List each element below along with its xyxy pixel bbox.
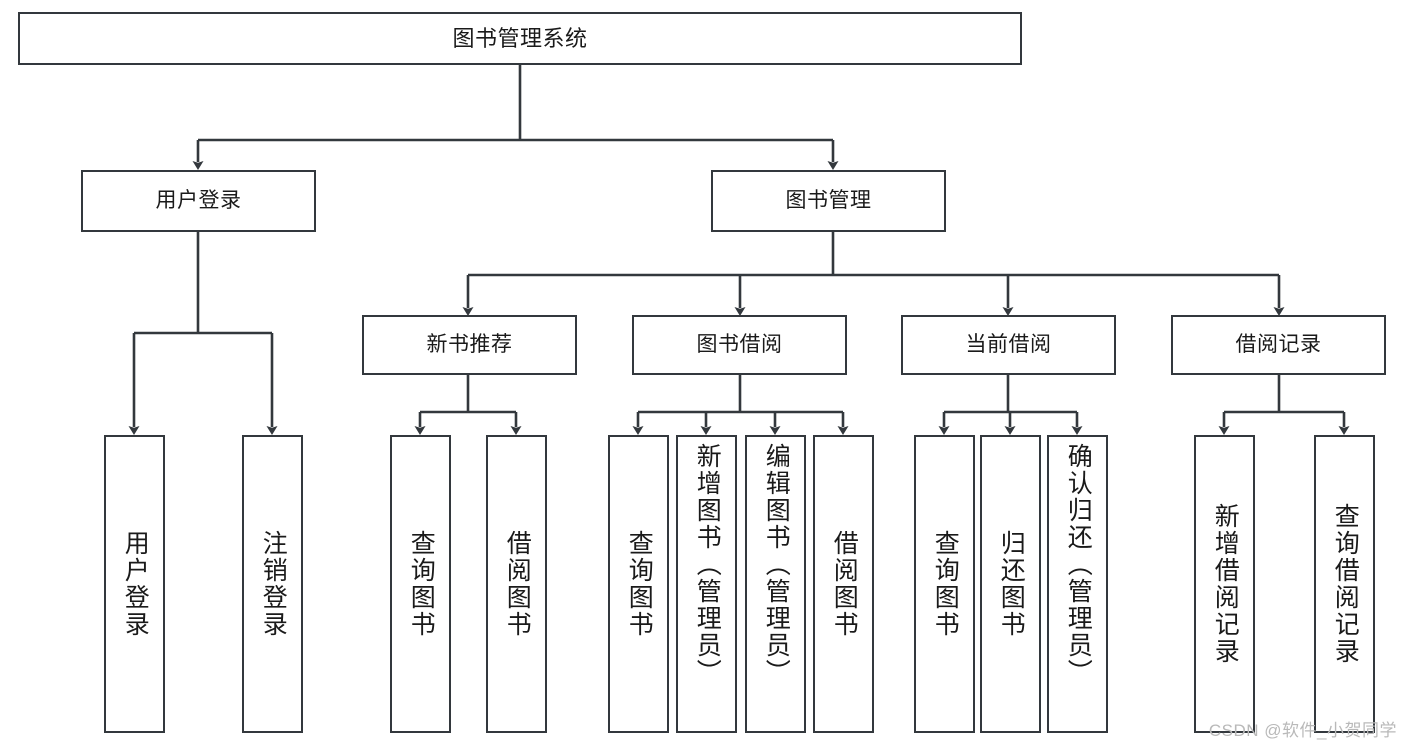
- watermark: CSDN @软件_小贺同学: [1208, 721, 1397, 740]
- leaf-return-book[interactable]: 归还图书: [980, 435, 1041, 733]
- leaf-user-login[interactable]: 用户登录: [104, 435, 165, 733]
- node-label: 查询图书: [407, 530, 436, 638]
- leaf-query-book-current[interactable]: 查询图书: [914, 435, 975, 733]
- node-label: 归还图书: [997, 530, 1026, 638]
- leaf-edit-book-admin[interactable]: 编辑图书（管理员）: [745, 435, 806, 733]
- node-label: 用户登录: [155, 188, 242, 212]
- node-label: 新书推荐: [426, 332, 513, 356]
- node-label: 查询图书: [931, 530, 960, 638]
- node-label: 图书管理: [785, 188, 872, 212]
- node-label: 新增图书（管理员）: [693, 443, 722, 686]
- node-label: 新增借阅记录: [1211, 503, 1240, 665]
- node-label: 当前借阅: [965, 332, 1052, 356]
- node-label: 确认归还（管理员）: [1064, 443, 1093, 686]
- leaf-logout[interactable]: 注销登录: [242, 435, 303, 733]
- node-label: 借阅记录: [1235, 332, 1322, 356]
- leaf-confirm-return-admin[interactable]: 确认归还（管理员）: [1047, 435, 1108, 733]
- node-label: 借阅图书: [830, 530, 859, 638]
- leaf-borrow-book-recommend[interactable]: 借阅图书: [486, 435, 547, 733]
- node-label: 借阅图书: [503, 530, 532, 638]
- node-label: 注销登录: [259, 530, 288, 638]
- node-borrow-record[interactable]: 借阅记录: [1171, 315, 1386, 375]
- node-label: 查询图书: [625, 530, 654, 638]
- leaf-query-book-borrow[interactable]: 查询图书: [608, 435, 669, 733]
- node-label: 编辑图书（管理员）: [762, 443, 791, 686]
- leaf-query-book-recommend[interactable]: 查询图书: [390, 435, 451, 733]
- node-user-login[interactable]: 用户登录: [81, 170, 316, 232]
- node-label: 查询借阅记录: [1331, 503, 1360, 665]
- node-new-book-recommend[interactable]: 新书推荐: [362, 315, 577, 375]
- leaf-query-borrow-record[interactable]: 查询借阅记录: [1314, 435, 1375, 733]
- leaf-borrow-book[interactable]: 借阅图书: [813, 435, 874, 733]
- node-current-borrow[interactable]: 当前借阅: [901, 315, 1116, 375]
- node-label: 用户登录: [121, 530, 150, 638]
- node-book-borrow[interactable]: 图书借阅: [632, 315, 847, 375]
- node-label: 图书管理系统: [452, 25, 588, 51]
- node-root-book-management-system[interactable]: 图书管理系统: [18, 12, 1022, 65]
- leaf-add-book-admin[interactable]: 新增图书（管理员）: [676, 435, 737, 733]
- node-label: 图书借阅: [696, 332, 783, 356]
- leaf-add-borrow-record[interactable]: 新增借阅记录: [1194, 435, 1255, 733]
- node-book-management[interactable]: 图书管理: [711, 170, 946, 232]
